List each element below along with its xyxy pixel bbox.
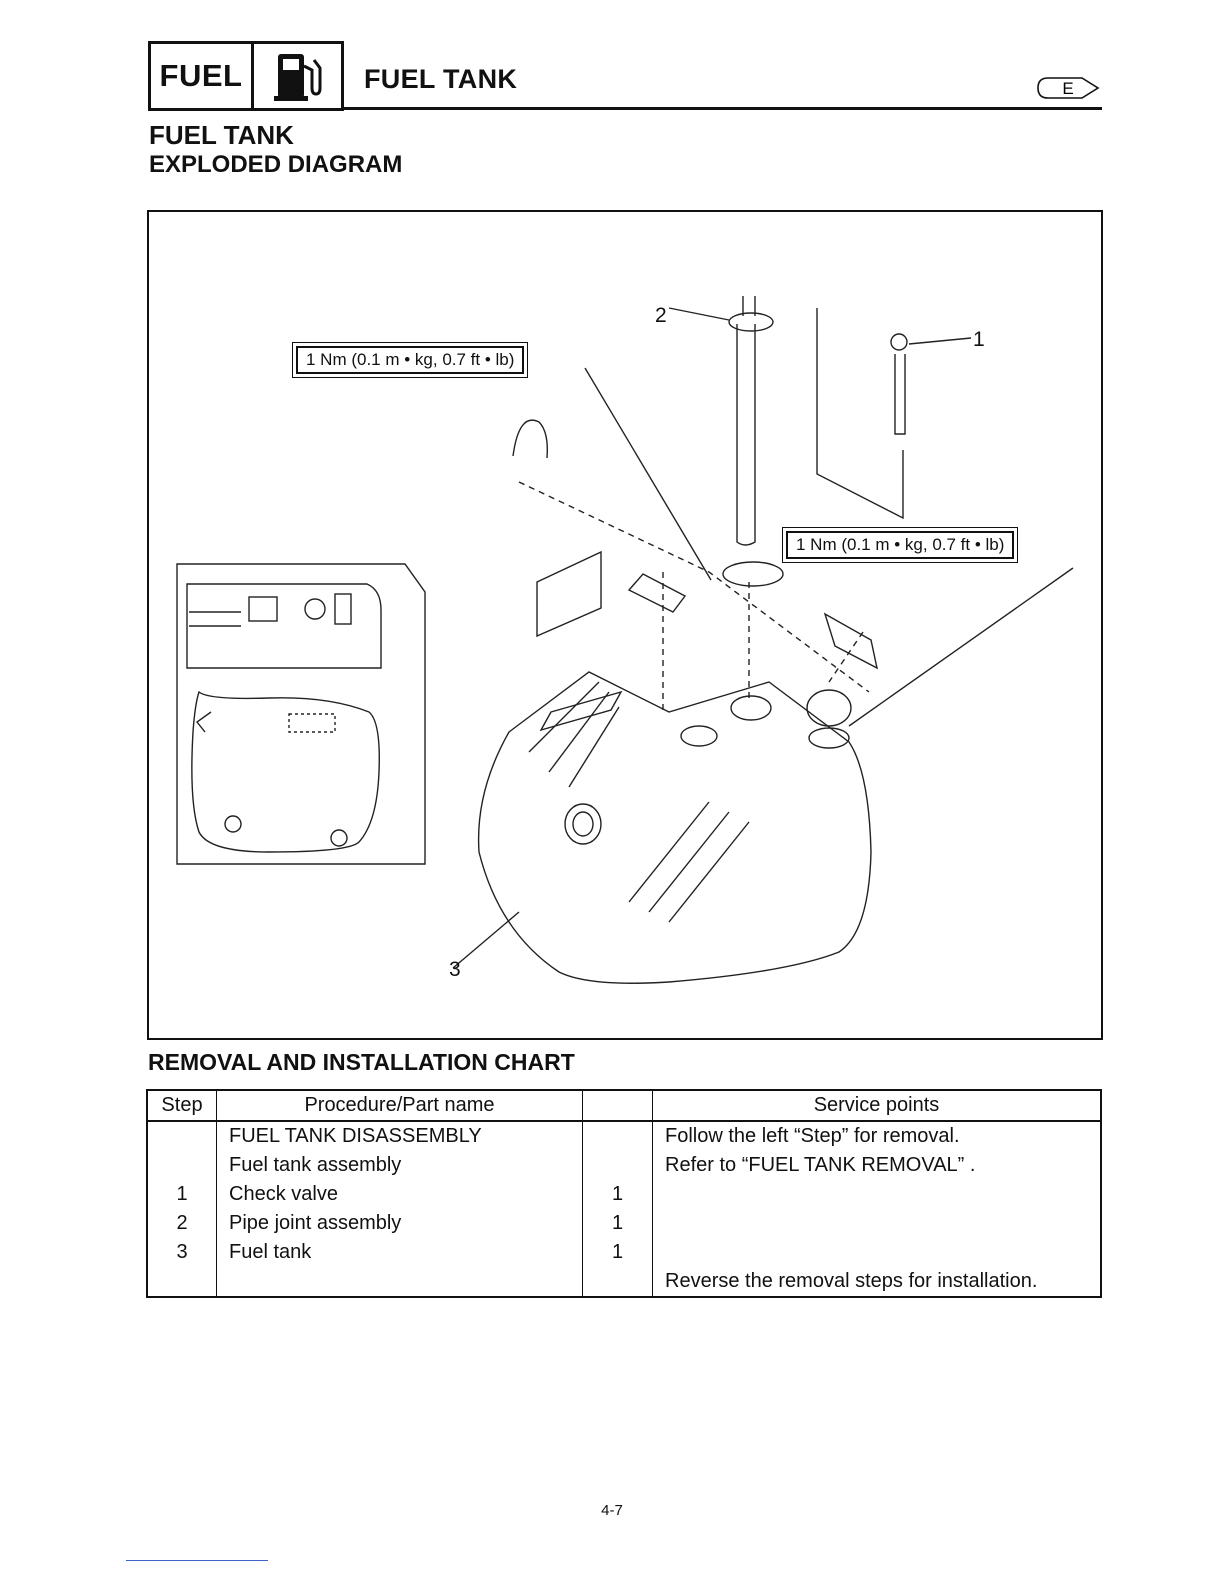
table-row: Reverse the removal steps for installati… (147, 1267, 1101, 1297)
table-row: 2 Pipe joint assembly 1 (147, 1209, 1101, 1238)
table-row: 1 Check valve 1 (147, 1180, 1101, 1209)
cell-step (147, 1151, 217, 1180)
table-header-row: Step Procedure/Part name Service points (147, 1090, 1101, 1122)
header-divider (344, 107, 1102, 110)
cell-procedure (216, 1267, 583, 1297)
torque-spec-label: 1 Nm (0.1 m • kg, 0.7 ft • lb) (781, 527, 1019, 563)
cell-procedure: Fuel tank assembly (216, 1151, 583, 1180)
header-title: FUEL TANK (364, 64, 518, 94)
section-badge: FUEL (148, 41, 344, 111)
cell-service (653, 1209, 1102, 1238)
footer-underline (126, 1560, 268, 1561)
cell-service: Follow the left “Step” for removal. (665, 1125, 960, 1147)
cell-procedure: FUEL TANK DISASSEMBLY (216, 1121, 583, 1151)
cell-qty: 1 (582, 1238, 653, 1267)
fuel-tank-drawing (477, 671, 872, 984)
fuel-pump-icon (254, 44, 341, 108)
cell-procedure: Pipe joint assembly (216, 1209, 583, 1238)
cell-qty (582, 1267, 653, 1297)
header-procedure: Procedure/Part name (216, 1090, 583, 1122)
section-badge-label: FUEL (151, 44, 254, 108)
cell-qty: 1 (582, 1209, 653, 1238)
diagram-drawing (176, 296, 1074, 984)
exploded-diagram: 2 1 3 (147, 210, 1103, 1040)
cell-qty: 1 (582, 1180, 653, 1209)
cell-step (147, 1121, 217, 1151)
cell-step (147, 1267, 217, 1297)
removal-installation-table: Step Procedure/Part name Service points … (146, 1089, 1102, 1298)
cell-qty (582, 1151, 653, 1180)
chart-title: REMOVAL AND INSTALLATION CHART (148, 1049, 575, 1075)
header-service-points: Service points (652, 1090, 1101, 1122)
section-subtitle: EXPLODED DIAGRAM (149, 151, 403, 178)
pipe-joint-drawing (722, 296, 784, 587)
table-row: FUEL TANK DISASSEMBLY Follow the left “S… (147, 1121, 1101, 1151)
section-title: FUEL TANK (149, 120, 294, 150)
cell-step: 3 (147, 1238, 217, 1267)
check-valve-drawing (890, 333, 908, 435)
inset-view (176, 563, 426, 865)
torque-spec-label: 1 Nm (0.1 m • kg, 0.7 ft • lb) (291, 342, 529, 378)
cell-service (653, 1238, 1102, 1267)
callout-1: 1 (973, 328, 985, 351)
header-qty (582, 1090, 653, 1122)
cell-qty (582, 1121, 653, 1151)
cell-service: Reverse the removal steps for installati… (665, 1270, 1038, 1292)
language-badge: E (1036, 76, 1102, 100)
callout-3: 3 (449, 958, 461, 981)
cell-procedure: Fuel tank (216, 1238, 583, 1267)
table-row: 3 Fuel tank 1 (147, 1238, 1101, 1267)
cell-procedure: Check valve (216, 1180, 583, 1209)
callout-2: 2 (655, 304, 667, 327)
cell-service: Refer to “FUEL TANK REMOVAL” . (665, 1154, 976, 1176)
header-step: Step (147, 1090, 217, 1122)
cell-service (653, 1180, 1102, 1209)
language-badge-label: E (1062, 79, 1073, 98)
cell-step: 1 (147, 1180, 217, 1209)
cell-step: 2 (147, 1209, 217, 1238)
table-row: Fuel tank assembly Refer to “FUEL TANK R… (147, 1151, 1101, 1180)
page-number: 4-7 (601, 1502, 623, 1519)
